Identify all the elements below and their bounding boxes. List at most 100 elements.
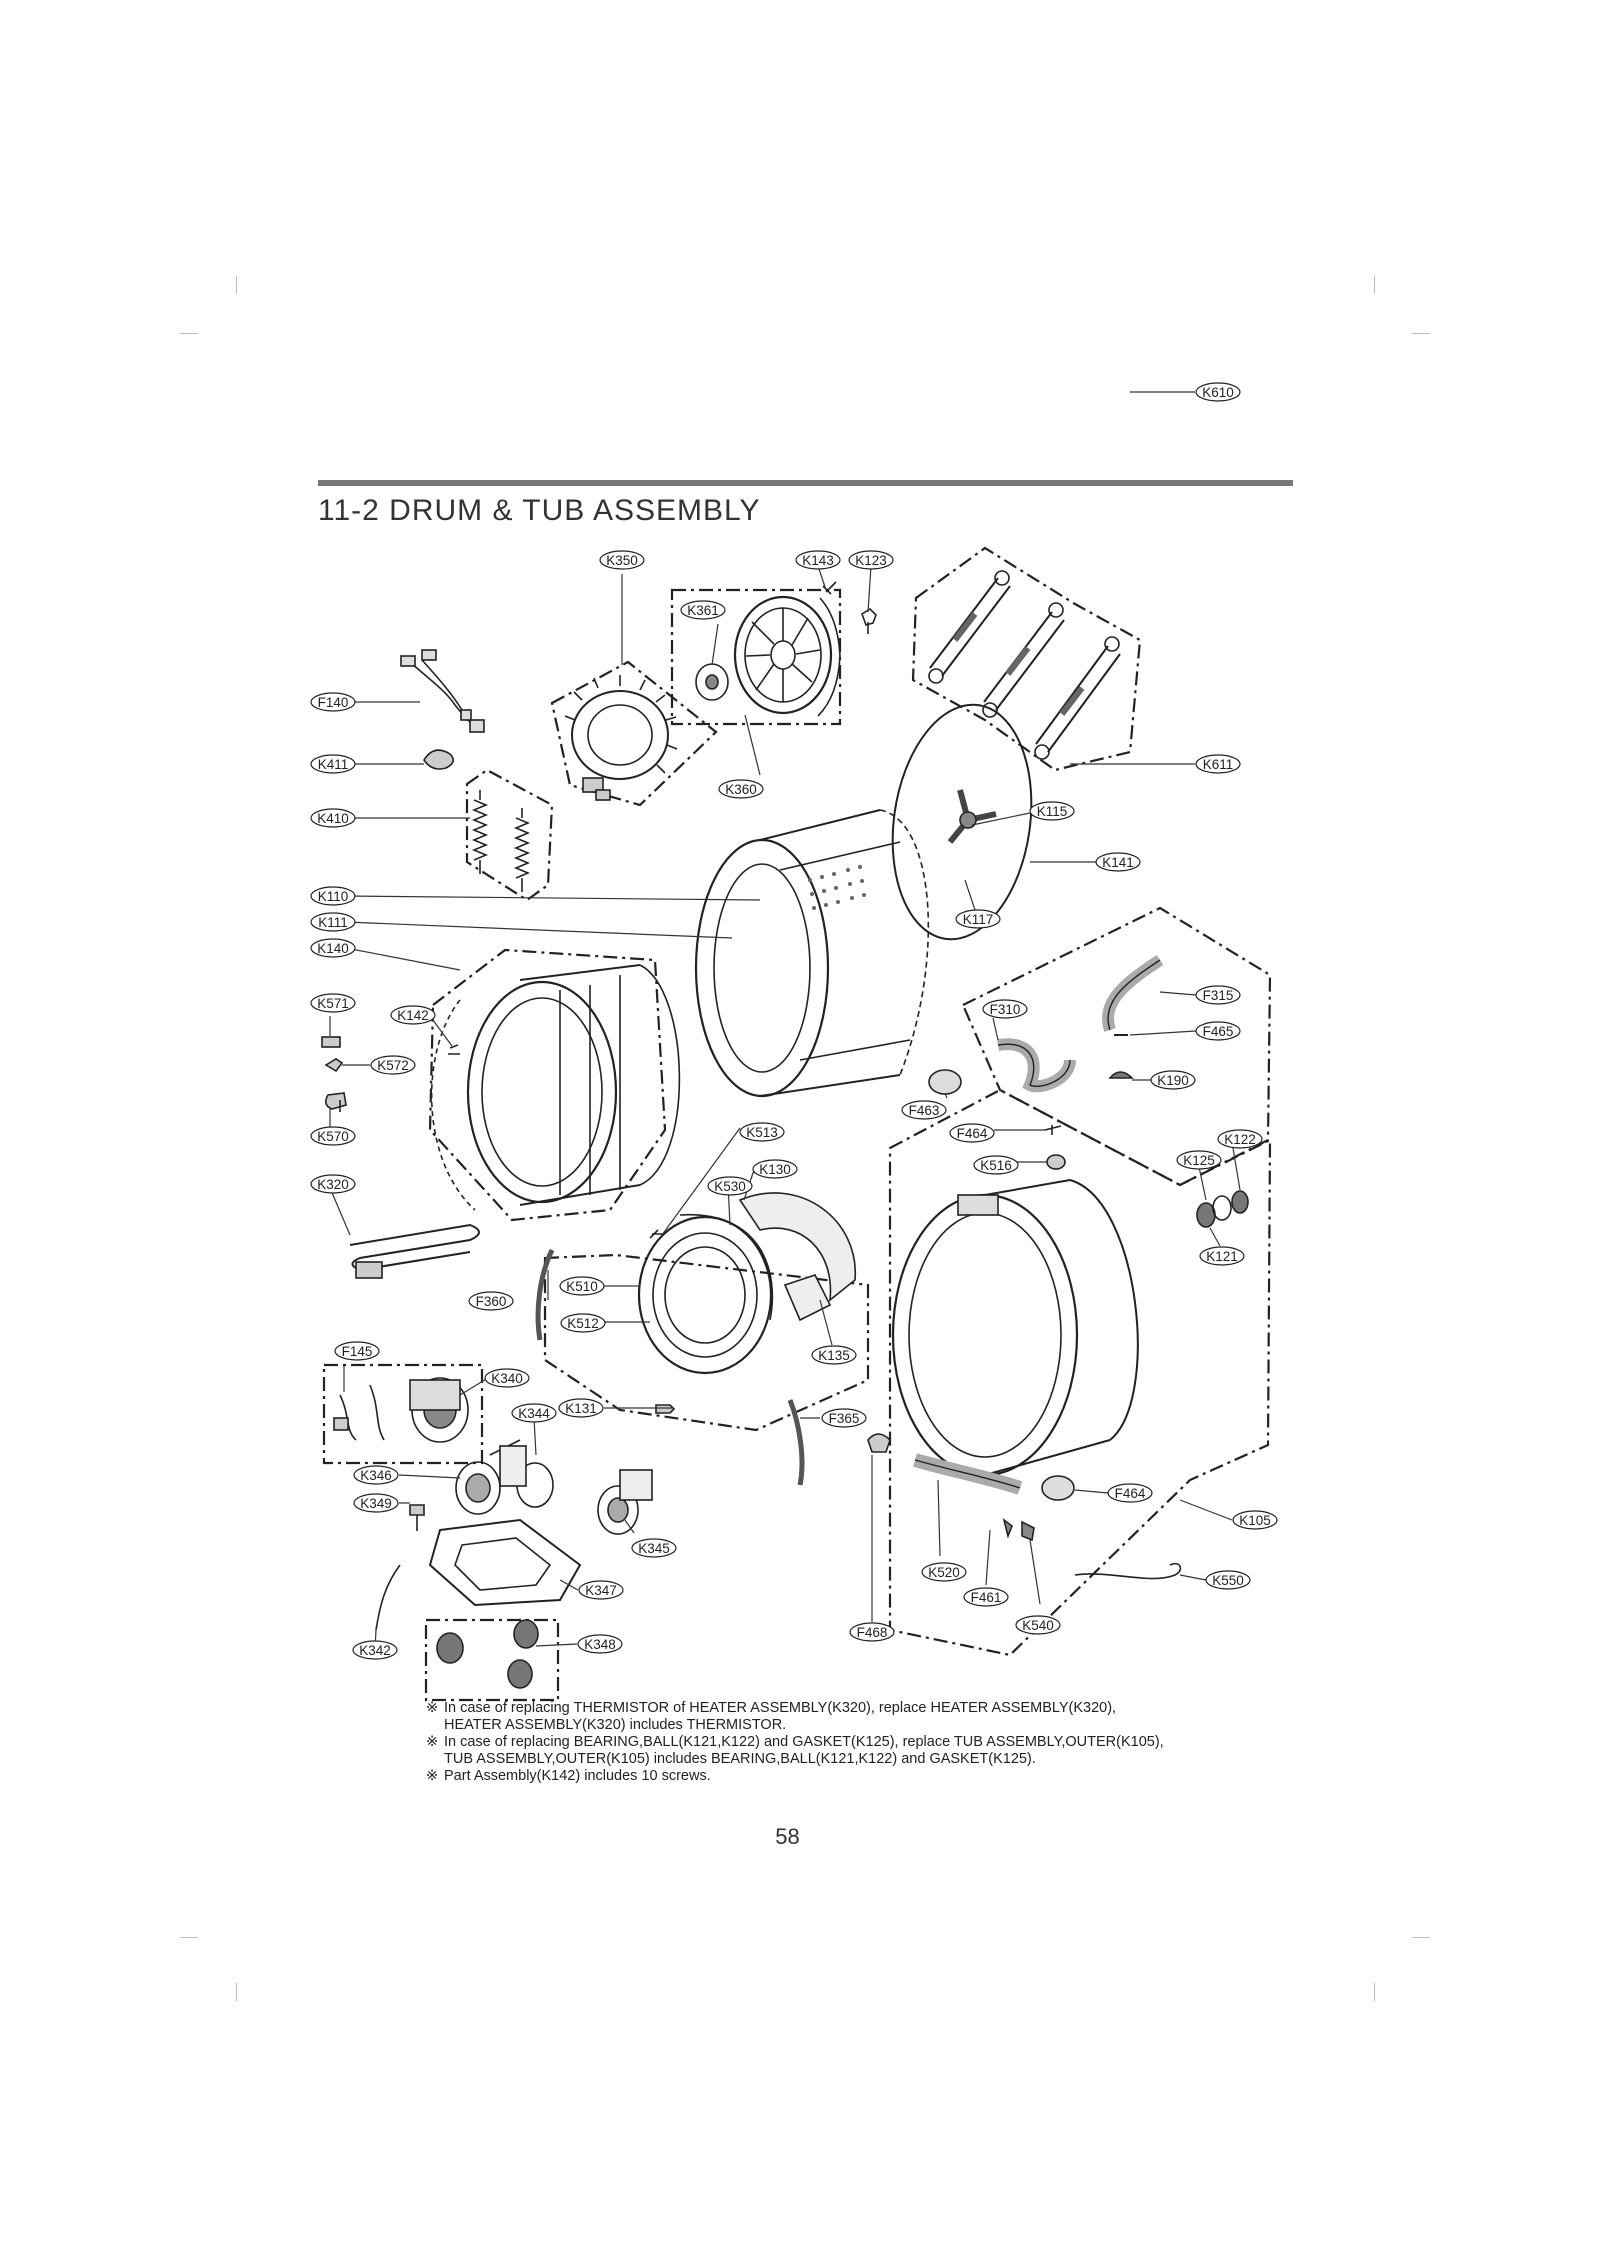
part-callout-k115: K115 [1029, 801, 1075, 821]
part-callout-k346: K346 [353, 1465, 399, 1485]
part-label: K571 [317, 996, 349, 1011]
part-callout-f365: F365 [821, 1408, 867, 1428]
part-callout-f310: F310 [982, 999, 1028, 1019]
part-label: K350 [606, 553, 638, 568]
note-mark: ※ [426, 1734, 439, 1750]
part-callout-k130: K130 [752, 1159, 798, 1179]
screw-k349 [409, 1504, 425, 1531]
part-callout-k342: K342 [352, 1640, 398, 1660]
part-label: K360 [725, 782, 757, 797]
pump-housing-k346 [455, 1439, 554, 1515]
part-label: K125 [1183, 1153, 1215, 1168]
part-callout-f465: F465 [1195, 1021, 1241, 1041]
part-callout-k520: K520 [921, 1562, 967, 1582]
bracket-k347 [428, 1518, 582, 1607]
part-label: F315 [1203, 988, 1234, 1003]
clamp-k135 [783, 1274, 832, 1322]
part-label: K348 [584, 1637, 616, 1652]
crop-mark [180, 1937, 198, 1938]
part-callout-k540: K540 [1015, 1615, 1061, 1635]
part-label: K349 [360, 1496, 392, 1511]
part-label: F140 [318, 695, 349, 710]
crop-mark [236, 276, 237, 294]
part-label: K115 [1037, 804, 1068, 819]
part-callout-k345: K345 [631, 1538, 677, 1558]
part-callout-k110: K110 [310, 886, 356, 906]
part-callout-k512: K512 [560, 1313, 606, 1333]
part-label: K121 [1206, 1249, 1238, 1264]
valve-k572 [324, 1058, 344, 1073]
part-label: K512 [567, 1316, 599, 1331]
part-callout-k121: K121 [1199, 1246, 1245, 1266]
note-item: ※ Part Assembly(K142) includes 10 screws… [426, 1768, 1326, 1785]
cap-f468 [867, 1433, 891, 1453]
part-callout-f360: F360 [468, 1291, 514, 1311]
part-callout-k513: K513 [739, 1122, 785, 1142]
part-label: F360 [476, 1294, 507, 1309]
part-label: F464 [1115, 1486, 1146, 1501]
note-text: In case of replacing BEARING,BALL(K121,K… [444, 1734, 1164, 1750]
part-label: K122 [1224, 1132, 1256, 1147]
part-label: K342 [359, 1643, 391, 1658]
part-callout-k340: K340 [484, 1368, 530, 1388]
clip-k411 [423, 749, 454, 770]
vent-k190 [1108, 1071, 1134, 1079]
seal-k516 [1046, 1154, 1066, 1170]
part-callout-k572: K572 [370, 1055, 416, 1075]
part-callout-f464-lower: F464 [1107, 1483, 1153, 1503]
part-callout-k123: K123 [848, 550, 894, 570]
crop-mark [180, 333, 198, 334]
part-label: K190 [1157, 1073, 1189, 1088]
part-callout-k122: K122 [1217, 1129, 1263, 1149]
front-tub-k140 [430, 964, 681, 1211]
part-label: K123 [855, 553, 887, 568]
part-label: K117 [963, 912, 994, 927]
part-callout-k141: K141 [1095, 852, 1141, 872]
part-label: K344 [518, 1406, 550, 1421]
part-callout-k610: K610 [1195, 382, 1241, 402]
part-label: K410 [317, 811, 349, 826]
part-label: K135 [818, 1348, 850, 1363]
part-callout-k125: K125 [1176, 1150, 1222, 1170]
part-label: F464 [957, 1126, 988, 1141]
part-label: K140 [317, 941, 349, 956]
hose-f365 [787, 1399, 805, 1486]
crop-mark [1412, 1937, 1430, 1938]
springs-k410 [471, 790, 531, 892]
part-label: K610 [1202, 385, 1234, 400]
harness-f145 [333, 1384, 385, 1441]
screw-k131 [655, 1404, 676, 1414]
part-callout-k105: K105 [1232, 1510, 1278, 1530]
wire-k550 [1074, 1562, 1182, 1580]
part-callout-f464-upper: F464 [949, 1123, 995, 1143]
part-label: K110 [318, 889, 349, 904]
part-label: K141 [1102, 855, 1134, 870]
part-label: K540 [1022, 1618, 1054, 1633]
part-callout-k350: K350 [599, 550, 645, 570]
ring-k141 [891, 703, 1033, 941]
part-label: K513 [746, 1125, 778, 1140]
pump-cover-k345 [597, 1469, 653, 1535]
part-callout-k347: K347 [578, 1580, 624, 1600]
leader-lines [329, 391, 1241, 1651]
part-callout-f315: F315 [1195, 985, 1241, 1005]
part-label: K570 [317, 1129, 349, 1144]
note-mark: ※ [426, 1768, 439, 1784]
elbow-k570 [324, 1092, 347, 1112]
crop-mark [1374, 1983, 1375, 2001]
part-callout-k190: K190 [1150, 1070, 1196, 1090]
part-callout-k111: K111 [310, 912, 356, 932]
part-label: K105 [1239, 1513, 1271, 1528]
note-text: In case of replacing THERMISTOR of HEATE… [444, 1700, 1117, 1716]
part-label: K520 [928, 1565, 960, 1580]
part-label: F463 [909, 1103, 940, 1118]
part-label: K516 [980, 1158, 1012, 1173]
part-label: K130 [759, 1162, 791, 1177]
feet-k348 [436, 1619, 539, 1689]
part-callout-k411: K411 [310, 754, 356, 774]
bearings-k121-k122 [1196, 1190, 1249, 1228]
part-label: K340 [491, 1371, 523, 1386]
crop-mark [236, 1983, 237, 2001]
part-label: K572 [377, 1058, 409, 1073]
note-item: ※ In case of replacing BEARING,BALL(K121… [426, 1734, 1326, 1768]
